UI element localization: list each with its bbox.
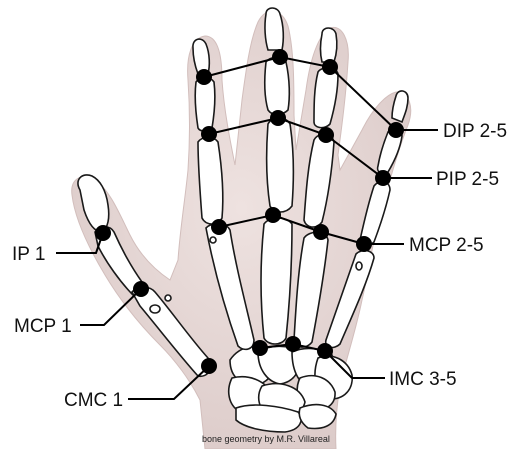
credit-text: bone geometry by M.R. Villareal — [202, 434, 330, 444]
pip-2-joint — [201, 126, 217, 142]
imc-3-joint — [252, 340, 268, 356]
dip-2-joint — [196, 69, 212, 85]
label-cmc1: CMC 1 — [64, 390, 123, 411]
pip-3-joint — [270, 110, 286, 126]
label-mcp1: MCP 1 — [14, 316, 72, 337]
label-imc: IMC 3-5 — [389, 369, 457, 390]
mcp-4-joint — [313, 224, 329, 240]
mcp-2-joint — [211, 219, 227, 235]
label-mcp25: MCP 2-5 — [409, 235, 484, 256]
label-dip: DIP 2-5 — [443, 121, 507, 142]
pip-4-joint — [318, 127, 334, 143]
label-pip: PIP 2-5 — [436, 169, 499, 190]
dip-3-joint — [272, 49, 288, 65]
label-ip1: IP 1 — [12, 244, 45, 265]
mcp-3-joint — [265, 207, 281, 223]
dip-4-joint — [322, 59, 338, 75]
imc-4-joint — [285, 336, 301, 352]
